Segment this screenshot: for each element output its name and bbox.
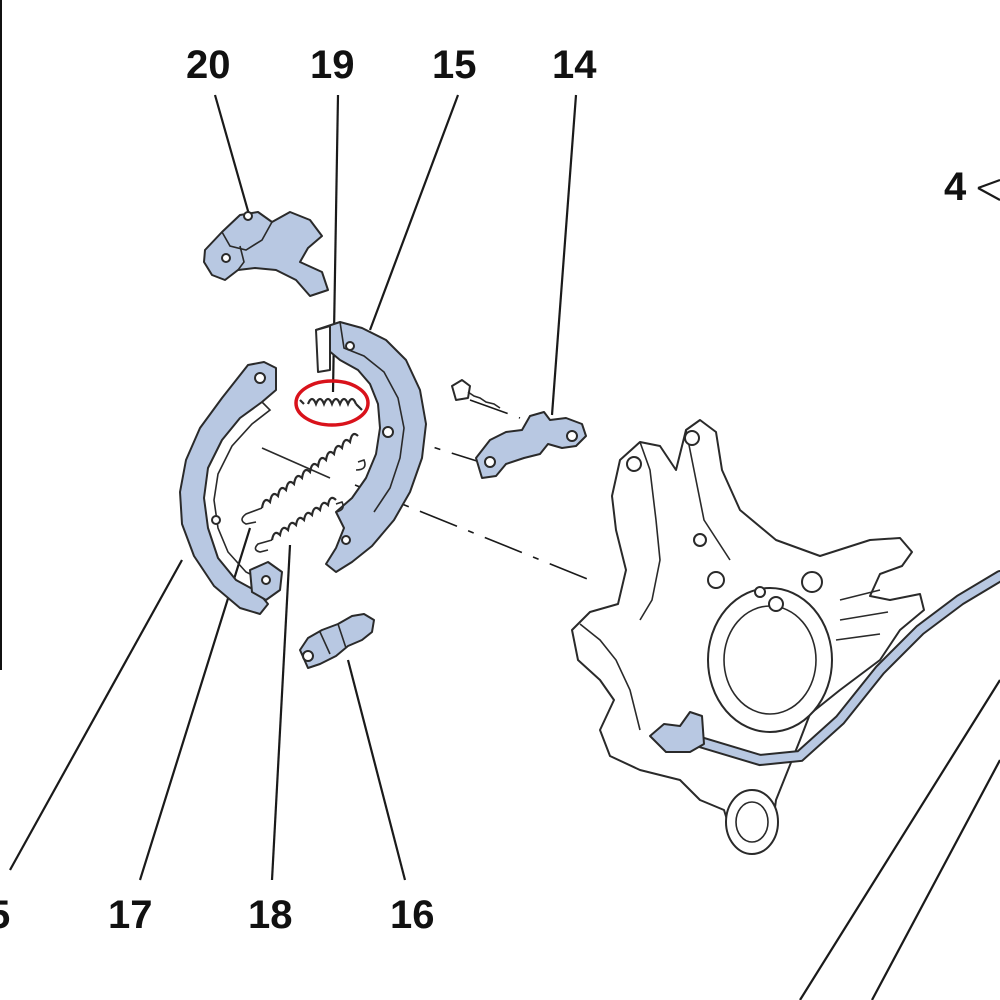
callout-15: 15 [432, 43, 477, 87]
part-15-brake-shoe-right [315, 321, 427, 573]
part-17-long-spring [241, 432, 366, 525]
highlight-circle-19 [294, 379, 370, 427]
part-19-small-spring [294, 379, 370, 427]
callout-14: 14 [552, 43, 597, 87]
leader-4b [977, 187, 1000, 201]
leader-4a [977, 178, 1000, 190]
leader-20 [213, 94, 252, 219]
left-border-line [0, 0, 2, 670]
leader-16 [346, 659, 407, 881]
leader-15 [368, 94, 460, 331]
part-4-brake-cable [649, 570, 1000, 767]
leader-18 [270, 544, 292, 881]
callout-numbers: 20 19 15 14 4 5 17 18 16 [0, 43, 967, 937]
axis-line-main [354, 484, 591, 581]
axis-line-bolt [469, 399, 521, 419]
knuckle-housing [571, 419, 925, 855]
callout-19: 19 [310, 43, 355, 87]
leader-right-2 [871, 759, 1000, 1000]
part-20-lever [203, 211, 329, 297]
leader-right-1 [799, 679, 1000, 1000]
axis-line-spring [261, 447, 331, 479]
part-16-adjuster [299, 613, 375, 669]
callout-18: 18 [248, 893, 293, 937]
callout-16: 16 [390, 893, 435, 937]
callout-5: 5 [0, 893, 10, 937]
callout-4: 4 [944, 165, 967, 209]
callout-20: 20 [186, 43, 231, 87]
part-14-bracket [451, 379, 587, 479]
part-5-brake-shoe-left [179, 361, 283, 615]
callout-17: 17 [108, 893, 153, 937]
leader-5 [9, 559, 183, 871]
part-18-lower-spring [254, 496, 344, 553]
leader-14 [550, 94, 578, 416]
